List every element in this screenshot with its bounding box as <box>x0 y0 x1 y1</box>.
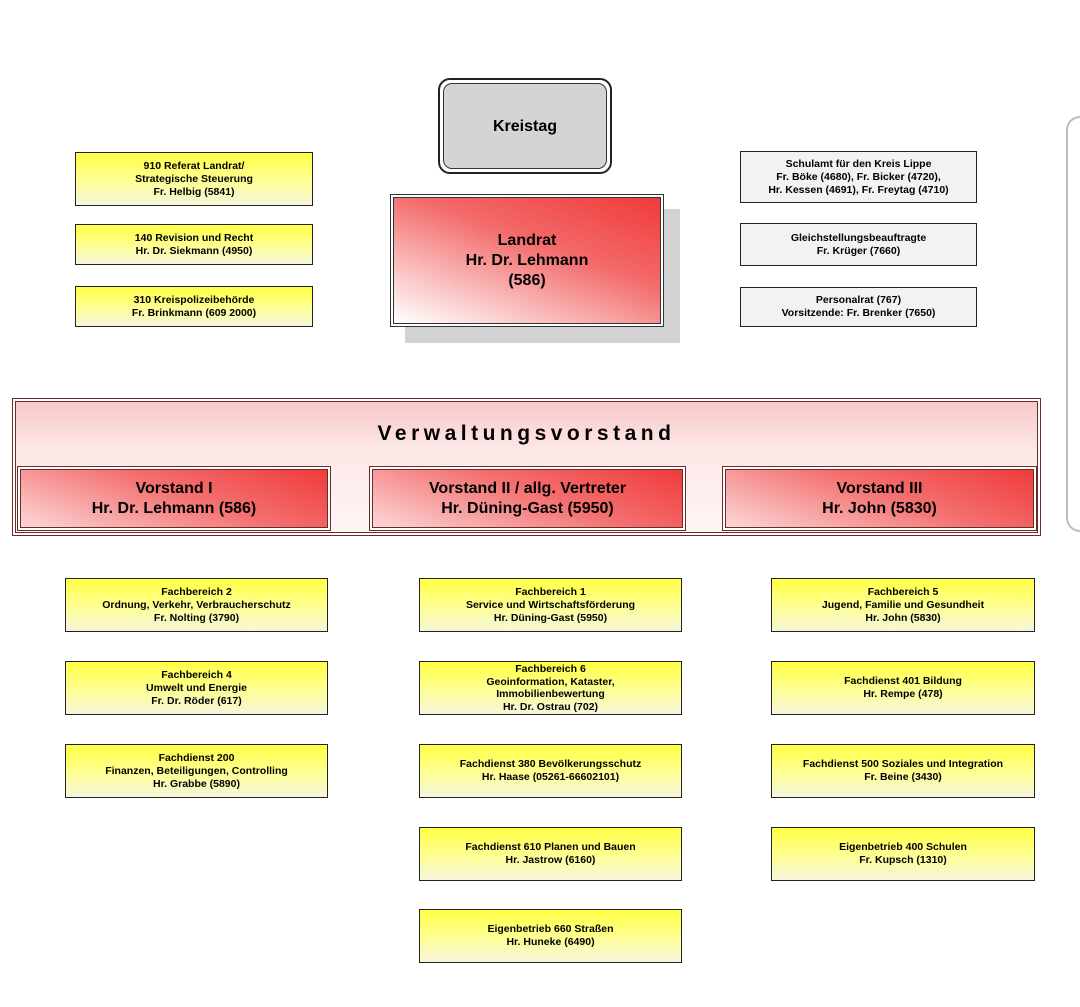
box-line: Hr. Dr. Siekmann (4950) <box>135 244 253 257</box>
landrat-name: Hr. Dr. Lehmann <box>465 251 589 269</box>
fachdienst-380-box: Fachdienst 380 Bevölkerungsschutz Hr. Ha… <box>419 744 682 798</box>
fachbereich-6-box: Fachbereich 6 Geoinformation, Kataster, … <box>419 661 682 715</box>
kreistag-box: Kreistag <box>438 78 612 174</box>
box-line: Fr. Dr. Röder (617) <box>151 694 242 707</box>
vorstand-title: Vorstand I <box>135 479 213 497</box>
box-line: Hr. Düning-Gast (5950) <box>493 611 608 624</box>
fachbereich-2-box: Fachbereich 2 Ordnung, Verkehr, Verbrauc… <box>65 578 328 632</box>
landrat-title: Landrat <box>497 231 557 249</box>
box-line: 910 Referat Landrat/ <box>143 159 245 172</box>
box-line: Schulamt für den Kreis Lippe <box>785 157 932 170</box>
box-line: Fachdienst 401 Bildung <box>844 675 962 687</box>
box-line: Fr. Helbig (5841) <box>153 185 235 198</box>
vorstand-1-box: Vorstand I Hr. Dr. Lehmann (586) <box>17 466 331 531</box>
vorstand-name: Hr. John (5830) <box>822 499 937 517</box>
fachdienst-401-box: Fachdienst 401 Bildung Hr. Rempe (478) <box>771 661 1035 715</box>
fachdienst-610-box: Fachdienst 610 Planen und Bauen Hr. Jast… <box>419 827 682 881</box>
box-line: Hr. Haase (05261-66602101) <box>481 771 620 783</box>
box-line: Fr. Böke (4680), Fr. Bicker (4720), <box>776 170 941 183</box>
eigenbetrieb-400-box: Eigenbetrieb 400 Schulen Fr. Kupsch (131… <box>771 827 1035 881</box>
box-line: Fachdienst 200 <box>158 751 235 764</box>
staff-box-140: 140 Revision und Recht Hr. Dr. Siekmann … <box>75 224 313 265</box>
box-line: Umwelt und Energie <box>146 681 247 694</box>
vorstand-title: Vorstand III <box>836 479 923 497</box>
kreistag-label: Kreistag <box>443 83 607 169</box>
box-line: Fr. Krüger (7660) <box>816 244 901 257</box>
side-panel-handle[interactable] <box>1066 116 1080 532</box>
box-line: 310 Kreispolizeibehörde <box>133 293 255 306</box>
vorstand-name: Hr. Düning-Gast (5950) <box>441 499 614 517</box>
box-line: Ordnung, Verkehr, Verbraucherschutz <box>102 598 291 611</box>
staff-box-gleichstellung: Gleichstellungsbeauftragte Fr. Krüger (7… <box>740 223 977 266</box>
box-line: Finanzen, Beteiligungen, Controlling <box>105 764 288 777</box>
box-line: Eigenbetrieb 660 Straßen <box>487 923 614 935</box>
box-line: Fr. Beine (3430) <box>864 771 942 783</box>
box-line: Hr. Kessen (4691), Fr. Freytag (4710) <box>768 183 949 196</box>
box-line: Hr. Dr. Ostrau (702) <box>502 700 599 713</box>
box-line: Fachbereich 5 <box>867 585 939 598</box>
landrat-phone: (586) <box>508 271 546 289</box>
box-line: Fachdienst 500 Soziales und Integration <box>802 758 1004 770</box>
fachbereich-1-box: Fachbereich 1 Service und Wirtschaftsför… <box>419 578 682 632</box>
box-line: Fr. Nolting (3790) <box>153 611 240 624</box>
box-line: Eigenbetrieb 400 Schulen <box>839 841 967 853</box>
box-line: Fachbereich 4 <box>161 668 232 681</box>
box-line: Immobilienbewertung <box>496 688 605 700</box>
box-line: Hr. Jastrow (6160) <box>505 854 596 866</box>
box-line: Fachbereich 6 <box>515 663 586 675</box>
fachbereich-4-box: Fachbereich 4 Umwelt und Energie Fr. Dr.… <box>65 661 328 715</box>
vorstand-name: Hr. Dr. Lehmann (586) <box>91 499 257 517</box>
staff-box-310: 310 Kreispolizeibehörde Fr. Brinkmann (6… <box>75 286 313 327</box>
box-line: Jugend, Familie und Gesundheit <box>821 598 985 611</box>
box-line: Fachdienst 380 Bevölkerungsschutz <box>459 758 642 770</box>
staff-box-schulamt: Schulamt für den Kreis Lippe Fr. Böke (4… <box>740 151 977 203</box>
box-line: Gleichstellungsbeauftragte <box>790 231 927 244</box>
box-line: Hr. Rempe (478) <box>863 688 943 700</box>
eigenbetrieb-660-box: Eigenbetrieb 660 Straßen Hr. Huneke (649… <box>419 909 682 963</box>
box-line: Fachdienst 610 Planen und Bauen <box>465 841 636 853</box>
fachdienst-500-box: Fachdienst 500 Soziales und Integration … <box>771 744 1035 798</box>
box-line: Personalrat (767) <box>815 294 902 306</box>
box-line: Hr. Grabbe (5890) <box>153 777 240 790</box>
box-line: Fr. Brinkmann (609 2000) <box>131 306 257 319</box>
box-line: Vorsitzende: Fr. Brenker (7650) <box>781 307 936 319</box>
box-line: Fachbereich 1 <box>515 585 586 598</box>
verwaltungsvorstand-title: Verwaltungsvorstand <box>377 422 676 445</box>
box-line: Fr. Kupsch (1310) <box>859 854 947 866</box>
box-line: Geoinformation, Kataster, <box>486 675 615 688</box>
box-line: Strategische Steuerung <box>135 172 253 185</box>
staff-box-910: 910 Referat Landrat/ Strategische Steuer… <box>75 152 313 206</box>
box-line: 140 Revision und Recht <box>134 231 254 244</box>
box-line: Hr. Huneke (6490) <box>506 936 595 948</box>
box-line: Hr. John (5830) <box>865 611 941 624</box>
box-line: Service und Wirtschaftsförderung <box>465 598 636 611</box>
staff-box-personalrat: Personalrat (767) Vorsitzende: Fr. Brenk… <box>740 287 977 327</box>
vorstand-2-box: Vorstand II / allg. Vertreter Hr. Düning… <box>369 466 686 531</box>
fachbereich-5-box: Fachbereich 5 Jugend, Familie und Gesund… <box>771 578 1035 632</box>
landrat-box: Landrat Hr. Dr. Lehmann (586) <box>390 194 664 327</box>
vorstand-title: Vorstand II / allg. Vertreter <box>428 479 627 497</box>
box-line: Fachbereich 2 <box>161 585 232 598</box>
fachdienst-200-box: Fachdienst 200 Finanzen, Beteiligungen, … <box>65 744 328 798</box>
vorstand-3-box: Vorstand III Hr. John (5830) <box>722 466 1037 531</box>
